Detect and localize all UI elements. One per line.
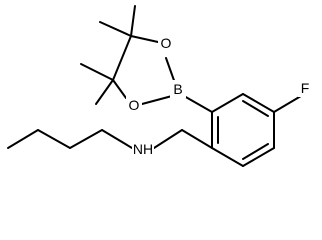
label-bg-amine	[132, 140, 154, 158]
atom-label-fluorine: F	[301, 80, 310, 96]
atom-label-oxygen-bottom: O	[129, 97, 140, 113]
bond-butyl-c2-c3	[37, 129, 71, 149]
bond-n-ch2	[153, 129, 183, 149]
label-bg-boron	[170, 80, 186, 98]
bond-ring-3-4	[242, 93, 275, 113]
molecule-structure: O O B F NH	[7, 5, 312, 167]
bond-methyl-bottom-down	[95, 79, 114, 105]
atom-label-amine: NH	[133, 141, 153, 157]
bond-ring-b	[183, 95, 213, 113]
bond-c-c-pinacol	[112, 35, 132, 81]
bond-b-o-bottom	[141, 95, 173, 105]
bond-methyl-top-left	[99, 21, 132, 37]
bond-ring-6-1	[211, 147, 244, 167]
bond-ch2-ring	[181, 129, 213, 149]
bond-o-bottom-c	[112, 79, 127, 99]
bond-ring-5-6	[242, 147, 275, 167]
bond-o-top-c	[130, 35, 159, 43]
bond-ring-2-3	[211, 93, 244, 113]
bond-ring-double-3	[242, 143, 269, 160]
label-bg-o-top	[158, 34, 174, 52]
bond-methyl-bottom-left	[80, 63, 114, 81]
bond-butyl-c1-c2	[7, 129, 39, 149]
bond-methyl-top-right	[130, 5, 136, 37]
bond-butyl-c3-c4	[69, 129, 103, 149]
atom-label-oxygen-top: O	[161, 35, 172, 51]
label-bg-fluorine	[298, 79, 312, 97]
label-bg-o-bottom	[126, 96, 142, 114]
atom-label-boron: B	[173, 81, 182, 97]
bond-ring-f	[273, 95, 302, 113]
bond-butyl-c4-n	[101, 129, 133, 149]
bond-ring-double-2	[242, 100, 269, 117]
